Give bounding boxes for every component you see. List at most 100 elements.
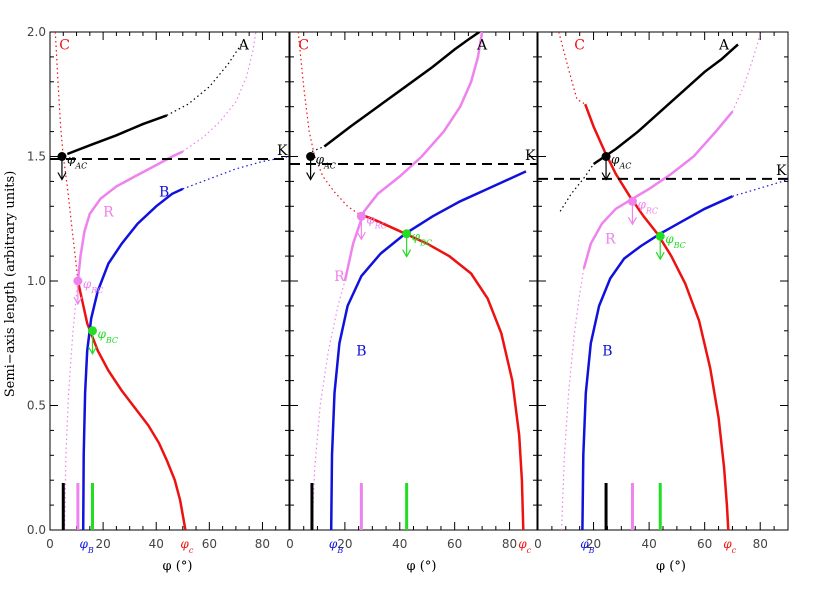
crossing-point-AC (601, 152, 611, 161)
x-tick-label: 80 (753, 537, 768, 551)
x-tick-label: 40 (641, 537, 656, 551)
y-axis-label: Semi−axis length (arbitrary units) (3, 171, 18, 398)
series-R-dotted-low (311, 280, 346, 530)
y-tick-label: 1.5 (27, 150, 46, 164)
crossing-point-RC (356, 211, 366, 221)
series-C-dotted (54, 32, 79, 282)
series-label-R: R (103, 204, 114, 220)
crossing-arrowhead-RC (73, 296, 83, 306)
xaxis-phi-c: φc (180, 537, 193, 555)
crossing-arrowhead-BC (402, 249, 412, 258)
panel-1: 0 20 40 60 80 0.0 0.5 1.0 1.5 2.0 φ (°) φAC φRC φBC C A… (27, 25, 290, 574)
xaxis-phi-B: φB (80, 537, 94, 555)
x-tick-label: 80 (255, 537, 270, 551)
xaxis-phi-B: φB (580, 537, 594, 555)
series-label-A: A (718, 37, 730, 53)
y-tick-label: 1.0 (27, 274, 46, 288)
series-B-solid (581, 195, 733, 530)
crossing-point-RC (73, 276, 83, 286)
x-tick-label: 0 (286, 537, 294, 551)
series-label-C: C (59, 37, 70, 53)
crossing-point-AC (57, 152, 67, 161)
crossing-label-BC: φBC (665, 232, 686, 250)
series-R-dotted-low (64, 280, 79, 530)
series-label-B: B (159, 184, 169, 200)
x-tick-label: 20 (586, 537, 601, 551)
x-tick-label: 60 (697, 537, 712, 551)
series-R-dotted-low (561, 268, 585, 530)
y-tick-label: 2.0 (27, 25, 46, 39)
x-tick-label: 0 (534, 537, 542, 551)
crossing-arrowhead-AC (601, 172, 611, 181)
crossing-label-AC: φAC (67, 153, 87, 171)
x-tick-label: 60 (447, 537, 462, 551)
series-label-K: K (776, 163, 787, 179)
x-axis-label: φ (°) (163, 559, 193, 574)
series-group (290, 32, 537, 530)
crossing-label-RC: φRC (83, 277, 104, 295)
crossing-point-BC (87, 326, 97, 336)
series-B-solid (329, 170, 527, 530)
crossing-arrowhead-BC (87, 346, 98, 356)
series-C-solid (584, 103, 730, 530)
xaxis-phi-c: φc (518, 537, 531, 555)
series-C-solid (76, 280, 187, 530)
xaxis-phi-c: φc (723, 537, 736, 555)
series-label-C: C (298, 37, 309, 53)
crossing-point-AC (306, 152, 316, 161)
x-tick-label: 40 (392, 537, 407, 551)
crossing-label-BC: φBC (97, 327, 118, 345)
series-R-dotted (182, 32, 257, 152)
x-tick-label: 60 (202, 537, 217, 551)
crossing-label-BC: φBC (412, 230, 433, 248)
x-axis-label: φ (°) (407, 559, 437, 574)
crossing-point-BC (655, 231, 665, 241)
series-group (538, 32, 788, 530)
series-A-dotted (559, 163, 595, 212)
x-tick-label: 20 (95, 537, 110, 551)
series-label-R: R (334, 269, 345, 285)
crossing-arrowhead-AC (306, 172, 316, 181)
x-tick-label: 80 (502, 537, 517, 551)
crossing-point-BC (402, 229, 412, 239)
crossing-label-AC: φAC (316, 153, 336, 171)
series-R-solid (76, 150, 184, 282)
panel-3: 0 20 40 60 80 φ (°) φAC φRC φBC C A R B KφB φc (534, 31, 789, 574)
series-A-solid (323, 32, 481, 148)
crossing-arrowhead-RC (627, 217, 637, 226)
xaxis-phi-B: φB (329, 537, 343, 555)
series-A-solid (66, 114, 168, 156)
crossing-label-RC: φRC (366, 212, 387, 230)
series-label-K: K (277, 143, 288, 159)
series-B-dotted (732, 178, 788, 197)
series-group (50, 32, 289, 530)
y-tick-label: 0.5 (27, 399, 46, 413)
series-R-solid (582, 110, 734, 269)
series-C-solid (358, 212, 525, 530)
series-label-A: A (238, 37, 250, 53)
crossing-label-AC: φAC (611, 153, 631, 171)
series-label-R: R (605, 232, 616, 248)
crossing-label-RC: φRC (637, 197, 658, 215)
x-tick-label: 0 (46, 537, 54, 551)
crossing-arrowhead-RC (356, 231, 366, 241)
y-tick-label: 0.0 (27, 523, 46, 537)
series-A-dotted (311, 145, 325, 153)
x-tick-label: 20 (337, 537, 352, 551)
series-B-dotted (182, 155, 289, 190)
series-B-solid (81, 187, 184, 530)
series-A-dotted (166, 44, 242, 116)
x-tick-label: 40 (149, 537, 164, 551)
series-C-dotted (297, 32, 359, 215)
series-R-solid (343, 32, 484, 282)
series-A-solid (592, 43, 739, 166)
series-label-B: B (356, 344, 366, 360)
crossing-point-RC (627, 196, 637, 206)
x-axis-label: φ (°) (656, 559, 686, 574)
series-label-B: B (602, 344, 612, 360)
series-R-dotted (731, 32, 761, 112)
crossing-arrowhead-BC (655, 251, 665, 261)
series-label-C: C (574, 37, 585, 53)
